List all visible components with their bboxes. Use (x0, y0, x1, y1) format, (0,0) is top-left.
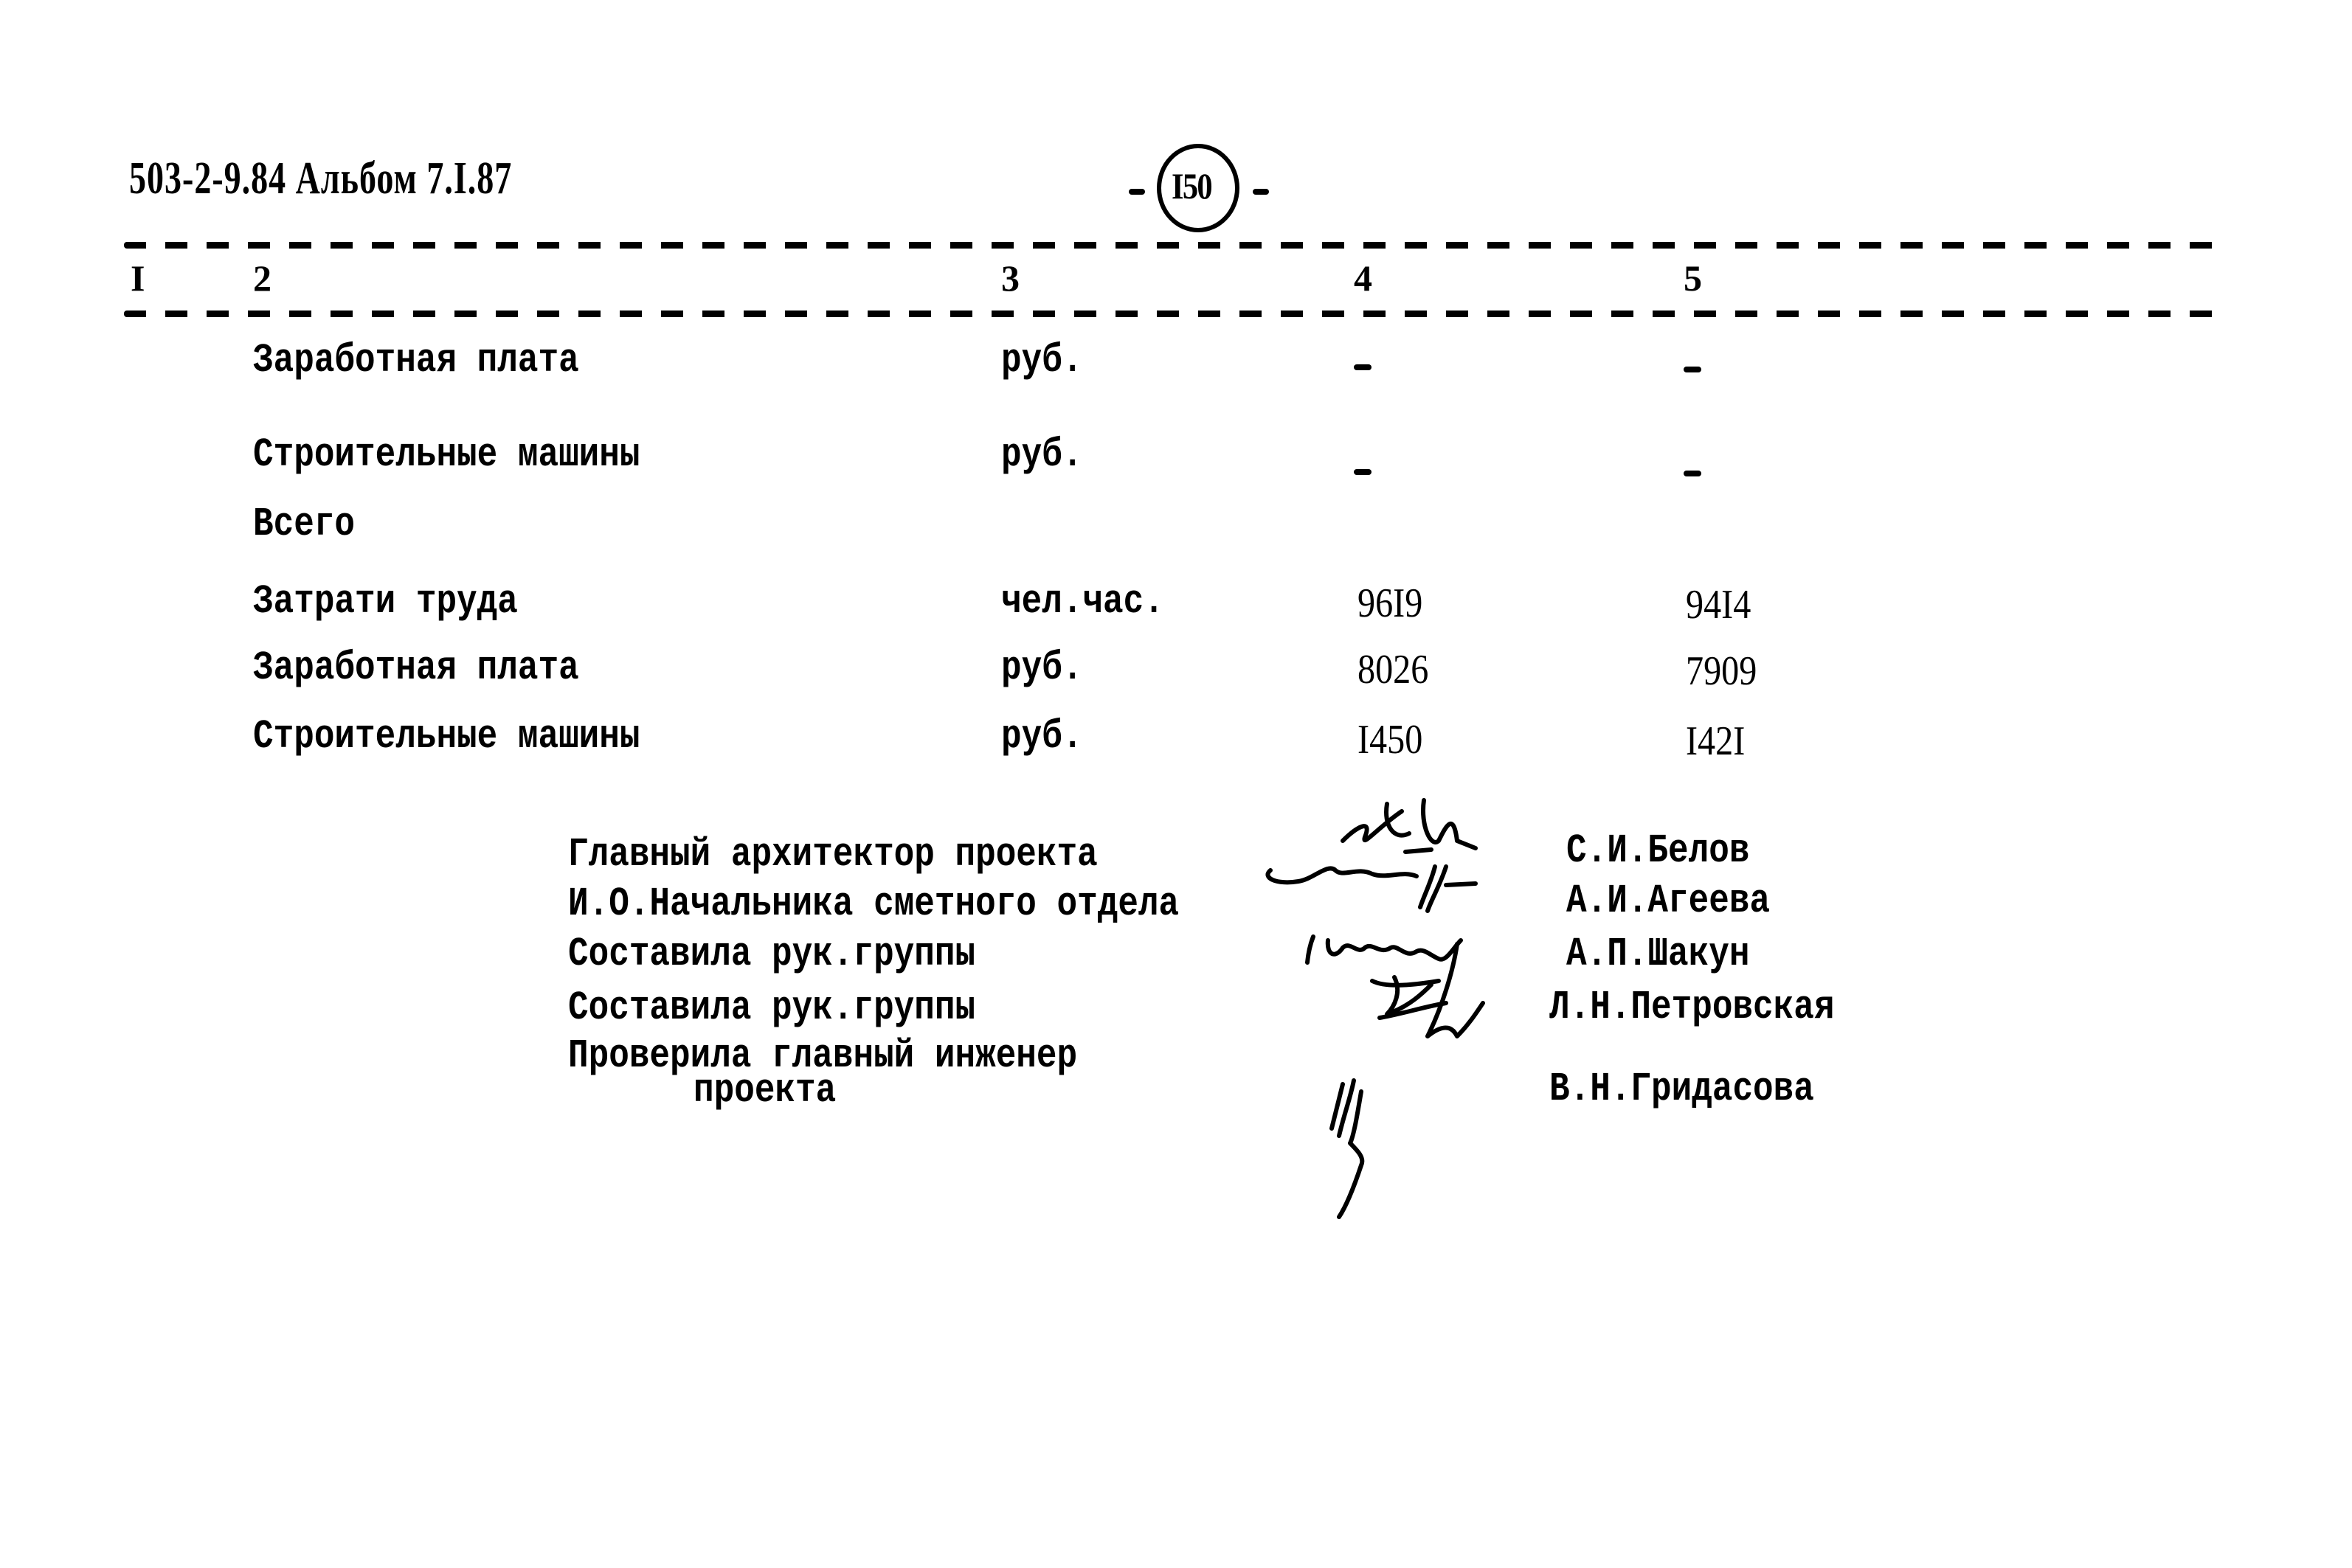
row-2-unit: руб. (1001, 432, 1083, 478)
row-1-col4-dash (1354, 364, 1372, 370)
row-4-col4: 96I9 (1357, 580, 1423, 626)
column-header-3: 3 (1001, 257, 1020, 299)
page-number-circle (1157, 144, 1239, 232)
row-5-col5: 7909 (1686, 648, 1757, 694)
signature-name-1: С.И.Белов (1566, 828, 1750, 874)
page-number: I50 (1172, 165, 1213, 207)
column-header-5: 5 (1684, 257, 1702, 299)
row-2-col4-dash (1354, 469, 1372, 475)
row-3-name: Всего (253, 502, 356, 547)
page-number-dash-left (1129, 189, 1145, 195)
row-6-unit: руб. (1001, 714, 1083, 760)
row-5-unit: руб. (1001, 645, 1083, 691)
row-6-col5: I42I (1686, 718, 1746, 764)
signature-name-5: В.Н.Гридасова (1549, 1066, 1814, 1112)
table-top-rule (124, 242, 2228, 249)
row-2-col5-dash (1684, 471, 1701, 476)
row-4-col5: 94I4 (1686, 582, 1751, 628)
signature-role-4: Составила рук.группы (568, 985, 976, 1031)
column-header-4: 4 (1354, 257, 1372, 299)
row-6-name: Строительные машины (253, 714, 640, 760)
document-code: 503-2-9.84 Альбом 7.I.87 (129, 152, 513, 204)
signature-role-5-continued: проекта (694, 1068, 837, 1114)
row-6-col4: I450 (1357, 717, 1423, 763)
signature-name-3: А.П.Шакун (1566, 932, 1750, 977)
row-5-name: Заработная плата (253, 645, 579, 691)
row-1-name: Заработная плата (253, 338, 579, 384)
row-4-unit: чел.час. (1001, 579, 1164, 625)
row-2-name: Строительные машины (253, 432, 640, 478)
signature-role-1: Главный архитектор проекта (568, 832, 1098, 878)
signature-role-2: И.О.Начальника сметного отдела (568, 881, 1180, 927)
signature-name-2: А.И.Агеева (1566, 878, 1771, 924)
signature-role-5: Проверила главный инженер (568, 1033, 1078, 1079)
signature-name-4: Л.Н.Петровская (1549, 985, 1835, 1030)
column-header-1: I (131, 257, 145, 299)
row-4-name: Затрати труда (253, 579, 518, 625)
handwritten-signature-1 (1265, 798, 1478, 913)
handwritten-signature-3 (1329, 1078, 1365, 1219)
handwritten-signature-2 (1305, 934, 1485, 1038)
signature-role-3: Составила рук.группы (568, 932, 976, 977)
row-1-col5-dash (1684, 367, 1701, 372)
row-5-col4: 8026 (1357, 647, 1429, 693)
table-header-bottom-rule (124, 311, 2228, 317)
row-1-unit: руб. (1001, 338, 1083, 384)
column-header-2: 2 (253, 257, 271, 299)
page-number-dash-right (1253, 189, 1269, 195)
